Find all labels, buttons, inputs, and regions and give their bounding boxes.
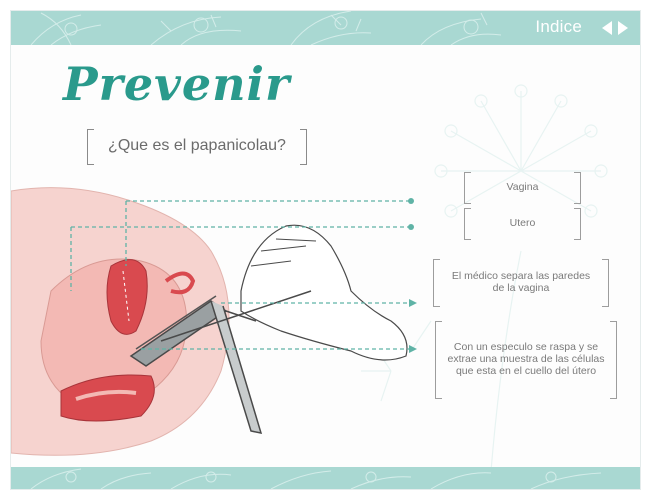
label-paredes: El médico separa las paredes de la vagin… (433, 259, 609, 305)
bracket-right (300, 129, 307, 165)
bracket-right (574, 208, 581, 240)
bracket-right (574, 172, 581, 204)
label-paredes-text: El médico separa las paredes de la vagin… (433, 270, 609, 294)
label-vagina: Vagina (464, 172, 581, 202)
bracket-left (464, 208, 471, 240)
subtitle-text: ¿Que es el papanicolau? (108, 137, 286, 155)
dandelion-pattern-icon (11, 467, 640, 489)
page-subtitle: ¿Que es el papanicolau? (87, 129, 307, 163)
triangle-left-icon[interactable] (600, 19, 614, 37)
label-utero-text: Utero (510, 217, 536, 229)
triangle-right-icon[interactable] (616, 19, 630, 37)
label-utero: Utero (464, 208, 581, 238)
label-especulo-text: Con un especulo se raspa y se extrae una… (435, 341, 617, 377)
label-especulo: Con un especulo se raspa y se extrae una… (435, 321, 617, 397)
page-title: Prevenir (63, 57, 290, 111)
content-frame: Indice Prevenir ¿Que es el papanicolau? (10, 10, 641, 490)
label-vagina-text: Vagina (507, 181, 539, 193)
bracket-left (433, 259, 440, 307)
gloved-hand (241, 225, 407, 360)
bracket-left (435, 321, 442, 399)
guide-markers (408, 198, 417, 353)
bracket-left (464, 172, 471, 204)
index-link[interactable]: Indice (535, 17, 582, 37)
footer-bar (11, 467, 640, 489)
bracket-right (610, 321, 617, 399)
header-bar: Indice (11, 11, 640, 45)
bracket-right (602, 259, 609, 307)
bracket-left (87, 129, 94, 165)
